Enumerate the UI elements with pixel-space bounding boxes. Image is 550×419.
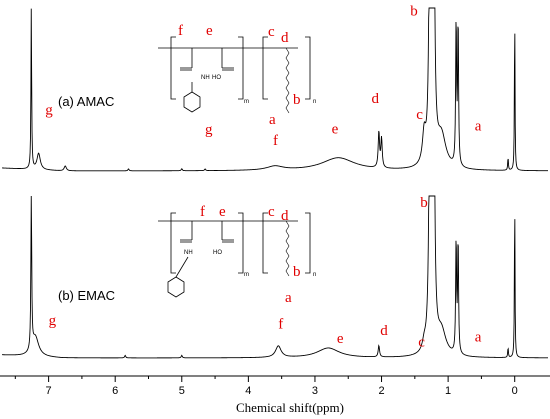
panel-label-emac: (b) EMAC	[58, 288, 115, 303]
x-tick-label-1: 1	[445, 385, 451, 397]
x-tick-label-0: 0	[512, 385, 518, 397]
struct-label-c-emac: c	[268, 204, 275, 220]
struct-label-f-emac: f	[200, 204, 205, 220]
struct-label-c-amac: c	[268, 24, 275, 40]
peak-label-f-amac: f	[273, 133, 278, 149]
alkyl-chain-amac	[285, 47, 290, 114]
peak-label-c-amac: c	[416, 107, 423, 123]
struct-label-d-emac: d	[281, 208, 289, 224]
atom-m-emac: m	[244, 272, 249, 278]
bracket-n-amac	[262, 36, 311, 100]
peak-label-g-amac: g	[45, 102, 53, 118]
peak-label-b-amac: b	[410, 4, 418, 20]
peak-label-a-emac: a	[475, 330, 482, 346]
structure-emac: NH HO m n f e c d b a	[158, 204, 316, 306]
atom-nh-amac: NH	[201, 75, 210, 81]
x-axis-ticks: 7 6 5 4 3 2 1 0	[14, 376, 518, 397]
peak-label-c-emac: c	[418, 335, 425, 351]
peak-label-b-emac: b	[420, 195, 428, 211]
struct-label-a-emac: a	[285, 290, 292, 306]
atom-n-amac: n	[313, 99, 316, 105]
x-axis-title: Chemical shift(ppm)	[236, 400, 344, 415]
peak-label-e-amac: e	[332, 122, 339, 138]
x-tick-label-2: 2	[378, 385, 384, 397]
struct-label-d-amac: d	[281, 30, 289, 46]
bracket-n-emac	[262, 212, 311, 274]
atom-m-amac: m	[244, 99, 249, 105]
peak-label-d-amac: d	[372, 91, 380, 107]
atom-ho-emac: HO	[213, 250, 222, 256]
struct-label-f-amac: f	[178, 23, 183, 39]
x-tick-label-3: 3	[312, 385, 318, 397]
phenyl-ring-amac	[183, 91, 201, 113]
atom-nh-emac: NH	[184, 250, 193, 256]
struct-label-a-amac: a	[269, 112, 276, 128]
struct-label-b-emac: b	[293, 264, 301, 280]
struct-label-b-amac: b	[293, 92, 301, 108]
struct-label-e-amac: e	[206, 23, 213, 39]
x-tick-label-7: 7	[46, 385, 52, 397]
peak-label-g-emac: g	[49, 313, 57, 329]
peak-label-f-emac: f	[278, 317, 283, 333]
struct-label-g-amac: g	[205, 122, 213, 138]
x-axis: 7 6 5 4 3 2 1 0 Chemical shift(ppm)	[0, 375, 550, 415]
spectrum-trace-amac	[1, 7, 548, 172]
atom-n-emac: n	[313, 272, 316, 278]
alkyl-chain-emac	[285, 220, 290, 277]
bracket-m-amac	[170, 36, 244, 100]
x-tick-label-4: 4	[245, 385, 251, 397]
peak-label-a-amac: a	[475, 119, 482, 135]
peak-label-e-emac: e	[337, 331, 344, 347]
phenyl-ring-emac	[167, 276, 185, 298]
struct-label-e-emac: e	[219, 204, 226, 220]
panel-label-amac: (a) AMAC	[58, 94, 114, 109]
x-tick-label-5: 5	[179, 385, 185, 397]
ethyl-linker-emac	[175, 256, 189, 278]
spectrum-trace-emac	[1, 195, 548, 359]
peak-label-d-emac: d	[380, 323, 388, 339]
structure-amac: NH HO m n f e c d b a g	[158, 23, 316, 138]
atom-ho-amac: HO	[212, 75, 221, 81]
x-tick-label-6: 6	[112, 385, 118, 397]
bracket-m-emac	[170, 212, 244, 274]
